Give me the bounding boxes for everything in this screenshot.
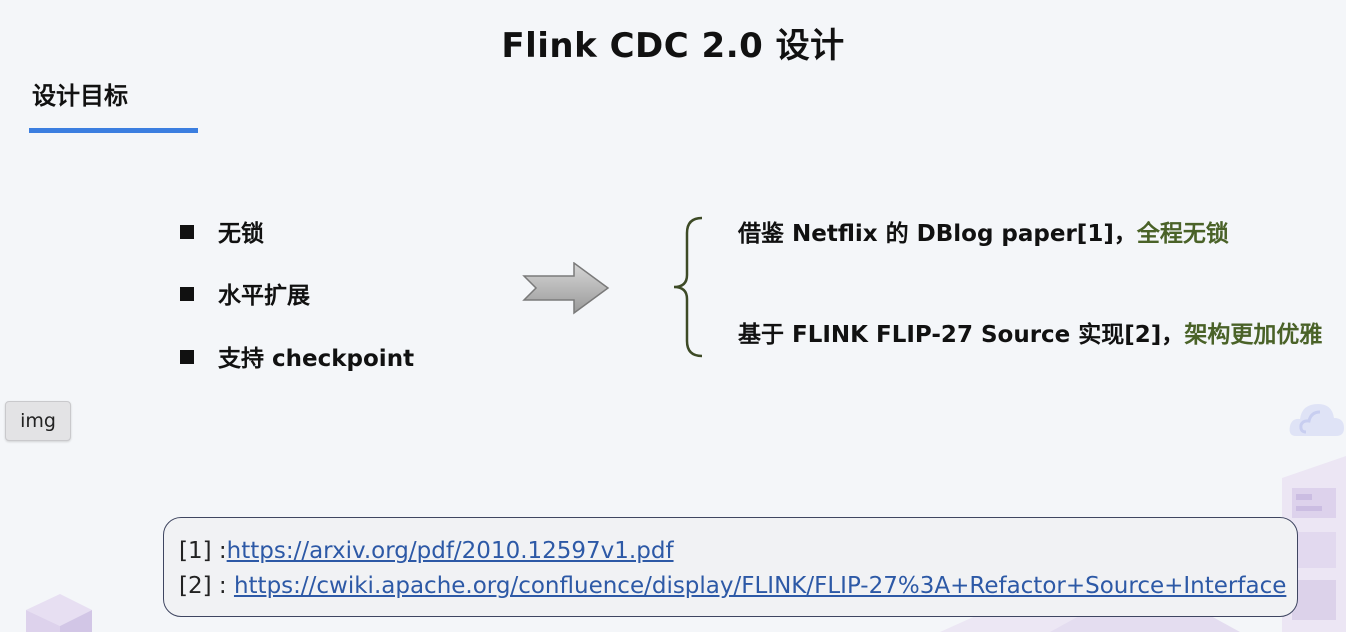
section-title: 设计目标 [32, 82, 128, 110]
claim-highlight: 全程无锁 [1136, 221, 1229, 247]
claim-flip27: 基于 FLINK FLIP-27 Source 实现[2]，架构更加优雅 [738, 315, 1322, 349]
reference-link[interactable]: https://arxiv.org/pdf/2010.12597v1.pdf [226, 538, 674, 564]
bullet-square-icon [180, 349, 194, 364]
claim-dblog: 借鉴 Netflix 的 DBlog paper[1]，全程无锁 [738, 214, 1229, 248]
section-underline [29, 128, 198, 133]
claim-text: 借鉴 Netflix 的 DBlog paper[1]， [738, 221, 1137, 247]
claim-highlight: 架构更加优雅 [1184, 322, 1323, 348]
goal-label: 支持 checkpoint [218, 346, 415, 372]
server-illustration-icon [1282, 456, 1346, 632]
slide-title: Flink CDC 2.0 设计 [501, 26, 845, 66]
reference-2: [2] : https://cwiki.apache.org/confluenc… [179, 573, 1286, 599]
bullet-square-icon [180, 224, 194, 239]
goal-item: 支持 checkpoint [180, 339, 414, 373]
references-box: [1] :https://arxiv.org/pdf/2010.12597v1.… [163, 517, 1298, 617]
reference-prefix: [2] : [179, 573, 234, 599]
curly-brace-icon [673, 216, 703, 358]
right-arrow-icon [522, 262, 610, 315]
img-button[interactable]: img [5, 401, 71, 441]
reference-link[interactable]: https://cwiki.apache.org/confluence/disp… [233, 573, 1287, 599]
goal-label: 水平扩展 [218, 283, 310, 309]
goal-item: 无锁 [180, 214, 264, 248]
reference-1: [1] :https://arxiv.org/pdf/2010.12597v1.… [179, 538, 674, 564]
cube-illustration-icon [26, 594, 92, 632]
reference-prefix: [1] : [179, 538, 227, 564]
cloud-icon [1289, 404, 1344, 436]
goal-label: 无锁 [218, 221, 264, 247]
bullet-square-icon [180, 286, 194, 301]
claim-text: 基于 FLINK FLIP-27 Source 实现[2]， [738, 322, 1185, 348]
goal-item: 水平扩展 [180, 276, 310, 310]
